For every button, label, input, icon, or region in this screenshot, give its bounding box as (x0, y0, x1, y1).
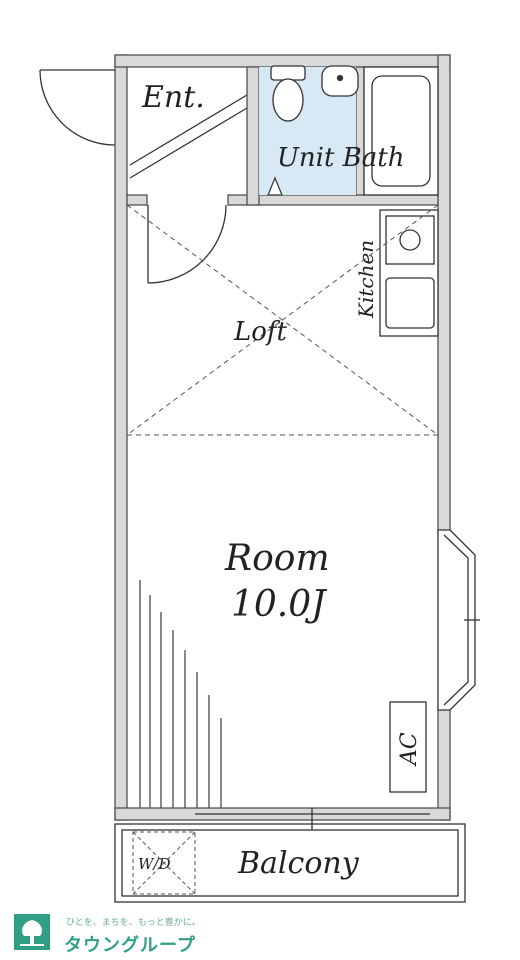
brand-name: タウングループ (64, 935, 196, 956)
label-washer-dryer: W/D (138, 855, 171, 873)
bay-window (437, 529, 480, 711)
kitchen-counter (379, 209, 439, 337)
closet-lines (139, 580, 222, 808)
label-loft: Loft (233, 317, 288, 347)
washer-dryer-box (132, 831, 196, 895)
bathtub-icon (363, 66, 439, 196)
label-balcony: Balcony (237, 846, 360, 881)
walls (114, 54, 451, 821)
balcony (114, 808, 466, 903)
sink-icon (321, 65, 359, 97)
label-unit-bath: Unit Bath (277, 143, 405, 173)
brand-logo-icon (14, 914, 50, 950)
label-ac: AC (397, 732, 422, 767)
shoe-box-icon (129, 94, 248, 179)
label-kitchen: Kitchen (354, 240, 378, 319)
bath-step-icon (267, 176, 283, 196)
room-door-icon (147, 204, 227, 284)
entrance-door-icon (39, 69, 116, 146)
label-entrance: Ent. (141, 80, 205, 115)
toilet-icon (270, 65, 306, 122)
label-room-size: 10.0J (231, 584, 328, 625)
label-room: Room (224, 538, 330, 579)
brand-tagline: ひとを、まちを、もっと豊かに。 (66, 918, 201, 928)
ac-unit (389, 701, 427, 793)
loft-outline (126, 204, 439, 436)
